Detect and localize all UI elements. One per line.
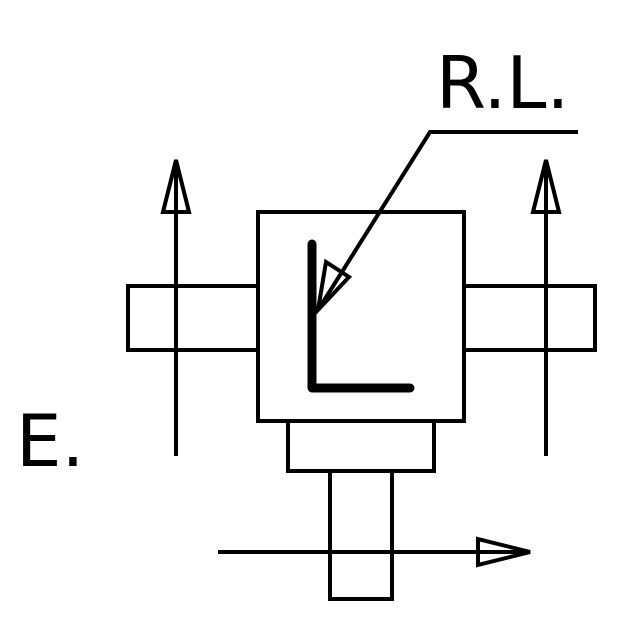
- label-rl: R.L.: [436, 41, 569, 125]
- right-shaft: [462, 284, 597, 352]
- label-e: E.: [16, 399, 84, 483]
- leader-arrow-head: [314, 258, 353, 317]
- leader-line: [316, 130, 578, 312]
- bottom-arrow-head: [476, 536, 531, 568]
- left-arrow-head: [160, 159, 192, 214]
- left-shaft: [126, 284, 260, 352]
- right-arrow-head: [530, 159, 562, 214]
- l-marking: [307, 239, 415, 393]
- lower-flange: [286, 419, 436, 473]
- bottom-shaft: [328, 469, 394, 601]
